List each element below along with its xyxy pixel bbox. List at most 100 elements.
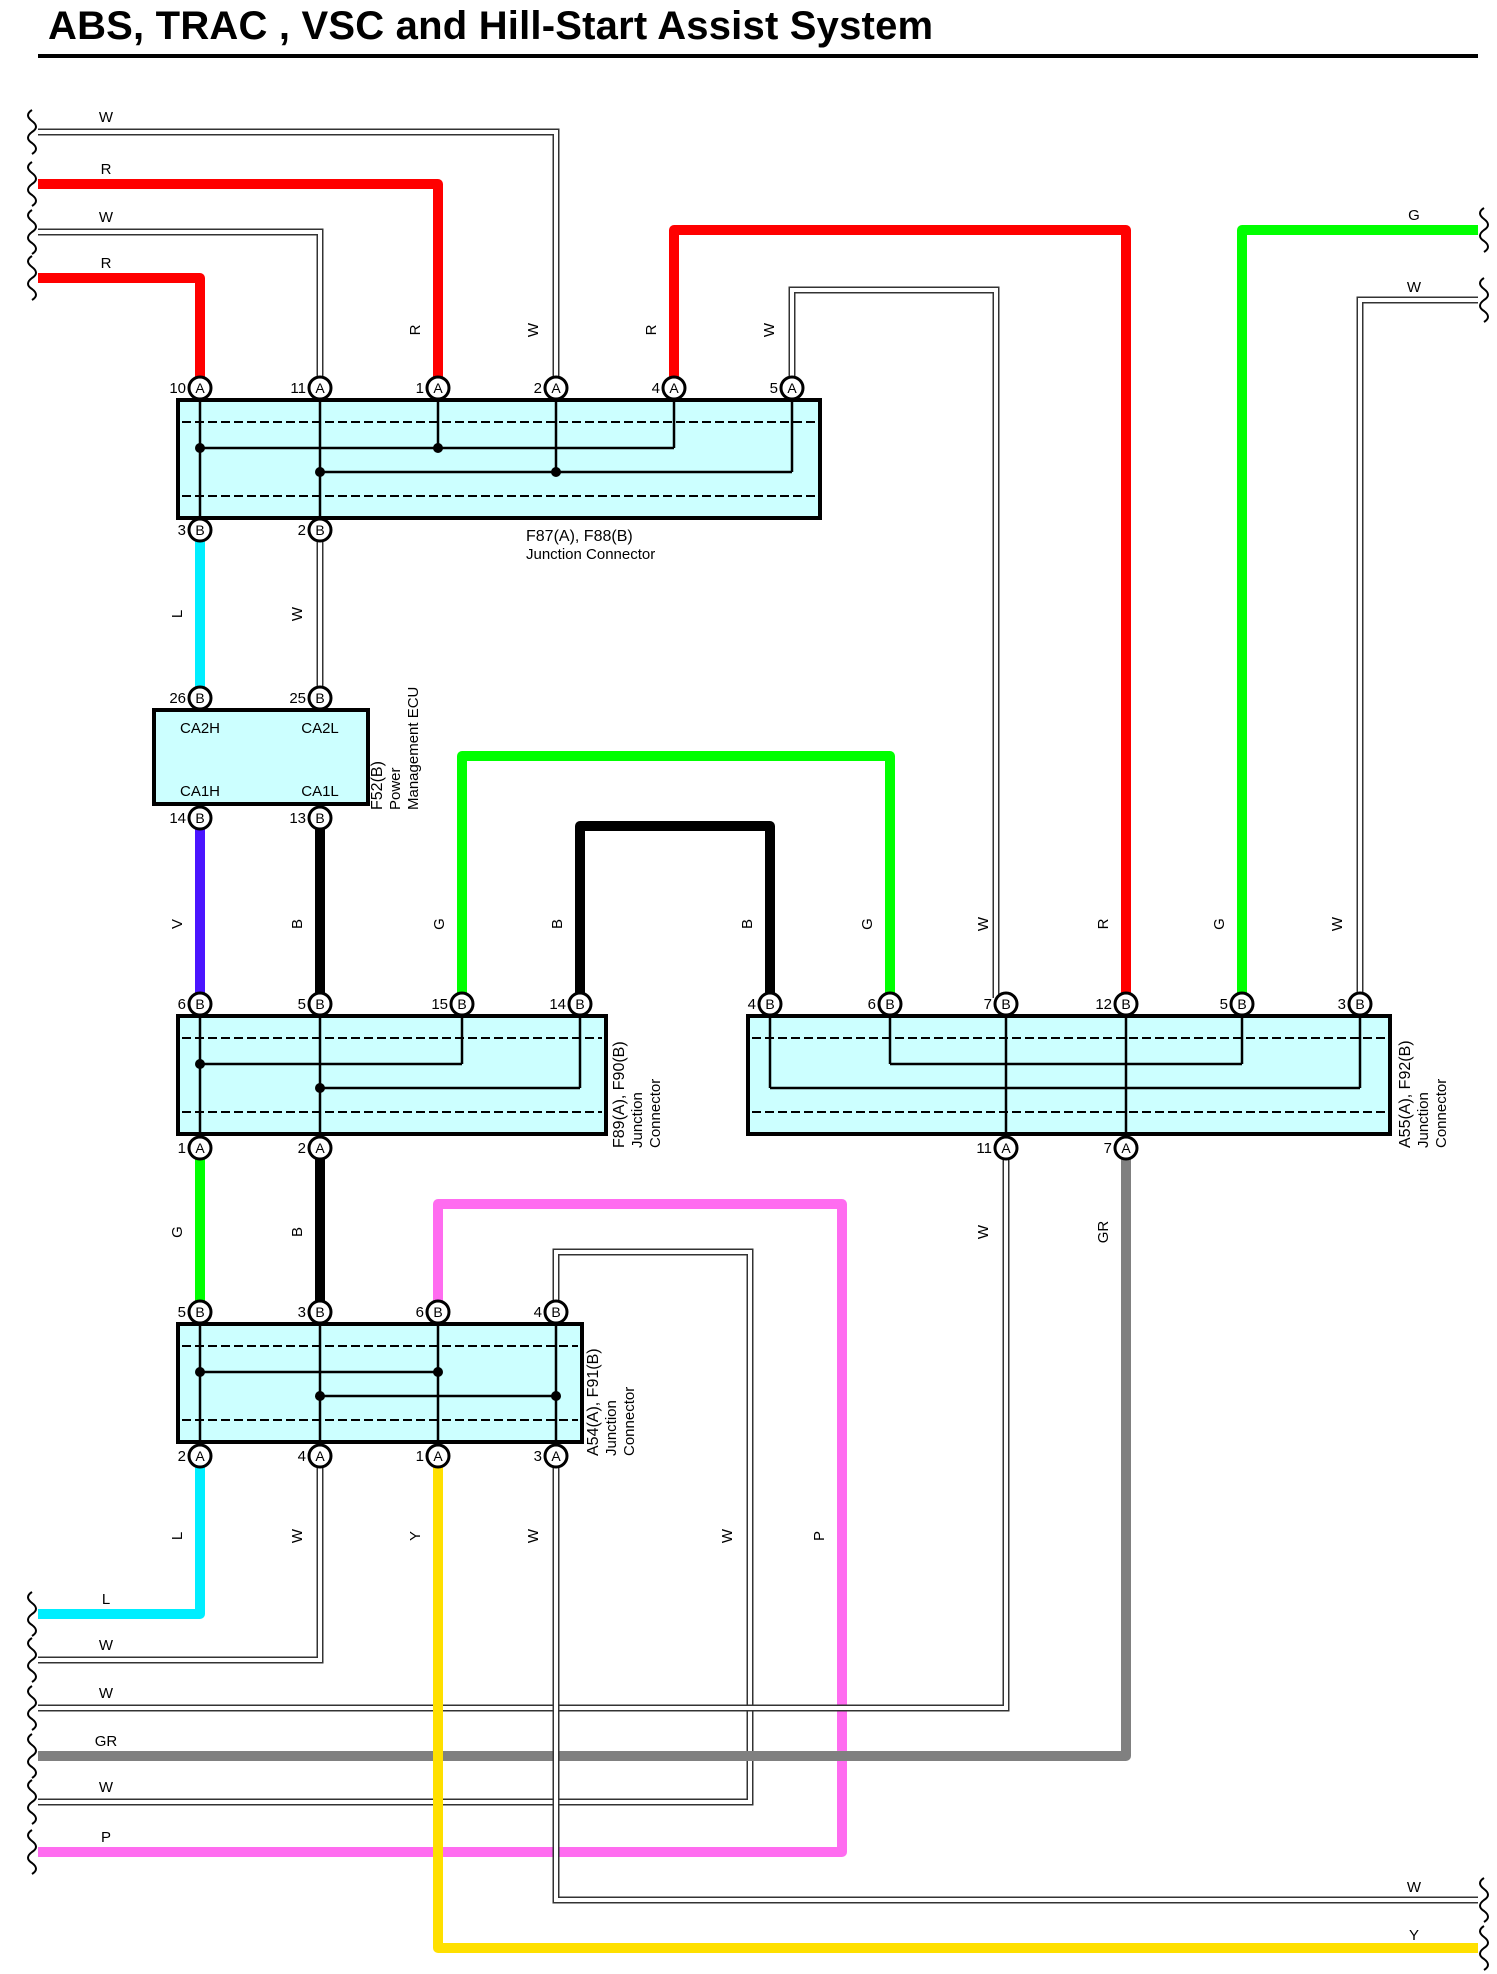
wire-label-loop-p: P [811,1531,828,1541]
wire-label-j3-bottom-0: W [975,1224,992,1239]
j3-top-pin-2-circle [993,991,1019,1017]
ecu-box [152,708,370,806]
edge-wire-label-left-1: R [101,161,112,178]
wire-w-pin5-to-j3-core [790,288,998,998]
wire-y-j4-right [433,1452,1478,1953]
j4-bottom-pin-3-number: 3 [534,1448,542,1465]
j2-bottom-pin-0-number: 1 [178,1140,186,1157]
wire-r-pin4-to-j3 [669,225,1131,998]
component-desc-j1: Junction Connector [526,546,655,563]
j4-top-pin-1-circle [307,1299,333,1325]
wire-label-j3-top-1: G [859,918,876,930]
page-title: ABS, TRAC , VSC and Hill-Start Assist Sy… [48,4,934,48]
j1-top-pin-5-number: 5 [770,380,778,397]
j4-top-pin-2-letter: B [433,1304,442,1320]
j3-top-pin-5-circle [1347,991,1373,1017]
j3-top-pin-4-letter: B [1237,996,1246,1012]
j2-top-pin-2-letter: B [457,996,466,1012]
j4-bottom-pin-2-circle [425,1443,451,1469]
wire-label-j1-ecu-1: W [289,606,306,621]
j4-top-pin-1-letter: B [315,1304,324,1320]
break-left-top-1 [27,161,37,207]
j3-bottom-pin-0-number: 11 [976,1140,992,1157]
j4-top-pin-3-number: 4 [534,1304,542,1321]
j1-top-pin-2-circle [425,375,451,401]
j4-top-pin-3-circle [543,1299,569,1325]
j1-bottom-pin-1-letter: B [315,522,324,538]
break-left-top-3 [27,255,37,301]
ecu-bottom-pin-0-circle [187,805,213,831]
j2-top-pin-0-number: 6 [178,996,186,1013]
j1-top-pin-0-circle [187,375,213,401]
j1-top-pin-4-circle [661,375,687,401]
wire-label-j2-top-3: B [549,919,566,929]
wire-b-j2-j3 [575,821,775,998]
wire-label-j1-top-3: W [525,322,542,337]
j1-bottom-pin-1-circle [307,517,333,543]
j1-splice-3 [315,467,325,477]
j1-top-pin-0-letter: A [195,380,205,396]
wire-r-left-2 [38,179,443,382]
edge-wire-label-left-2: W [99,209,114,226]
wire-label-j3-top-0: B [739,919,756,929]
break-right-0 [1479,207,1489,253]
j2-bottom-pin-0-circle [187,1135,213,1161]
j4-bottom-pin-3-letter: A [551,1448,561,1464]
j2-top-pin-3-number: 14 [549,996,566,1013]
j3-bottom-pin-1-letter: A [1121,1140,1131,1156]
break-left-bottom-4 [27,1779,37,1825]
break-right-3 [1479,1925,1489,1971]
j3-top-pin-3-letter: B [1121,996,1130,1012]
title-rule [38,54,1478,58]
j4-bottom-pin-1-letter: A [315,1448,325,1464]
wire-w-left-1-core [38,130,558,382]
j1-top-pin-3-number: 2 [534,380,542,397]
wire-label-ecu-j2-1: B [289,919,306,929]
j3-top-pin-5-number: 3 [1338,996,1346,1013]
wire-w-j4-left-2-core [38,1452,322,1662]
ecu-bottom-pin-0-letter: B [195,810,204,826]
wire-label-j4-bottom-0: L [169,1532,186,1540]
j1-top-pin-2-number: 1 [416,380,424,397]
wire-w-left-1-outline [38,128,560,382]
j3-top-pin-4-circle [1229,991,1255,1017]
j4-bottom-pin-0-circle [187,1443,213,1469]
wire-w-left-3 [38,228,324,382]
j3-top-pin-1-number: 6 [868,996,876,1013]
j2-bottom-pin-0-letter: A [195,1140,205,1156]
j3-bottom-pin-1-circle [1113,1135,1139,1161]
j4-bottom-pin-1-number: 4 [298,1448,306,1465]
break-left-bottom-0 [27,1591,37,1637]
edge-wire-label-right-1: W [1407,279,1422,296]
j3-bottom-pin-0-letter: A [1001,1140,1011,1156]
wire-w-j4-left-core [38,1250,752,1804]
ecu-terminal-ca1l: CA1L [301,783,339,800]
junction-a54-f91-box [176,1322,584,1444]
j4-top-pin-2-circle [425,1299,451,1325]
break-right-2 [1479,1877,1489,1923]
wire-g-right-1 [1237,225,1478,998]
junction-f89-f90-box [176,1014,608,1136]
ecu-top-pin-1-number: 25 [289,690,306,707]
j2-top-pin-1-circle [307,991,333,1017]
edge-wire-label-left-5: W [99,1637,114,1654]
j3-top-pin-1-circle [877,991,903,1017]
edge-wire-label-left-0: W [99,109,114,126]
j4-bottom-pin-2-letter: A [433,1448,443,1464]
j3-top-pin-0-letter: B [765,996,774,1012]
j2-top-pin-1-letter: B [315,996,324,1012]
j1-splice-1 [195,443,205,453]
j3-top-pin-0-circle [757,991,783,1017]
break-left-bottom-2 [27,1685,37,1731]
wire-w-left-3-core [38,230,322,382]
ecu-bottom-pin-1-circle [307,805,333,831]
edge-wire-label-left-3: R [101,255,112,272]
wire-label-j3-bottom-1: GR [1095,1221,1112,1244]
j4-bottom-pin-2-number: 1 [416,1448,424,1465]
wire-gr-j3-left [38,1144,1131,1761]
wire-w-j3-left [38,1144,1010,1712]
wire-w-left-3-outline [38,228,324,382]
j4-splice-3 [315,1391,325,1401]
j3-top-pin-4-number: 5 [1220,996,1228,1013]
